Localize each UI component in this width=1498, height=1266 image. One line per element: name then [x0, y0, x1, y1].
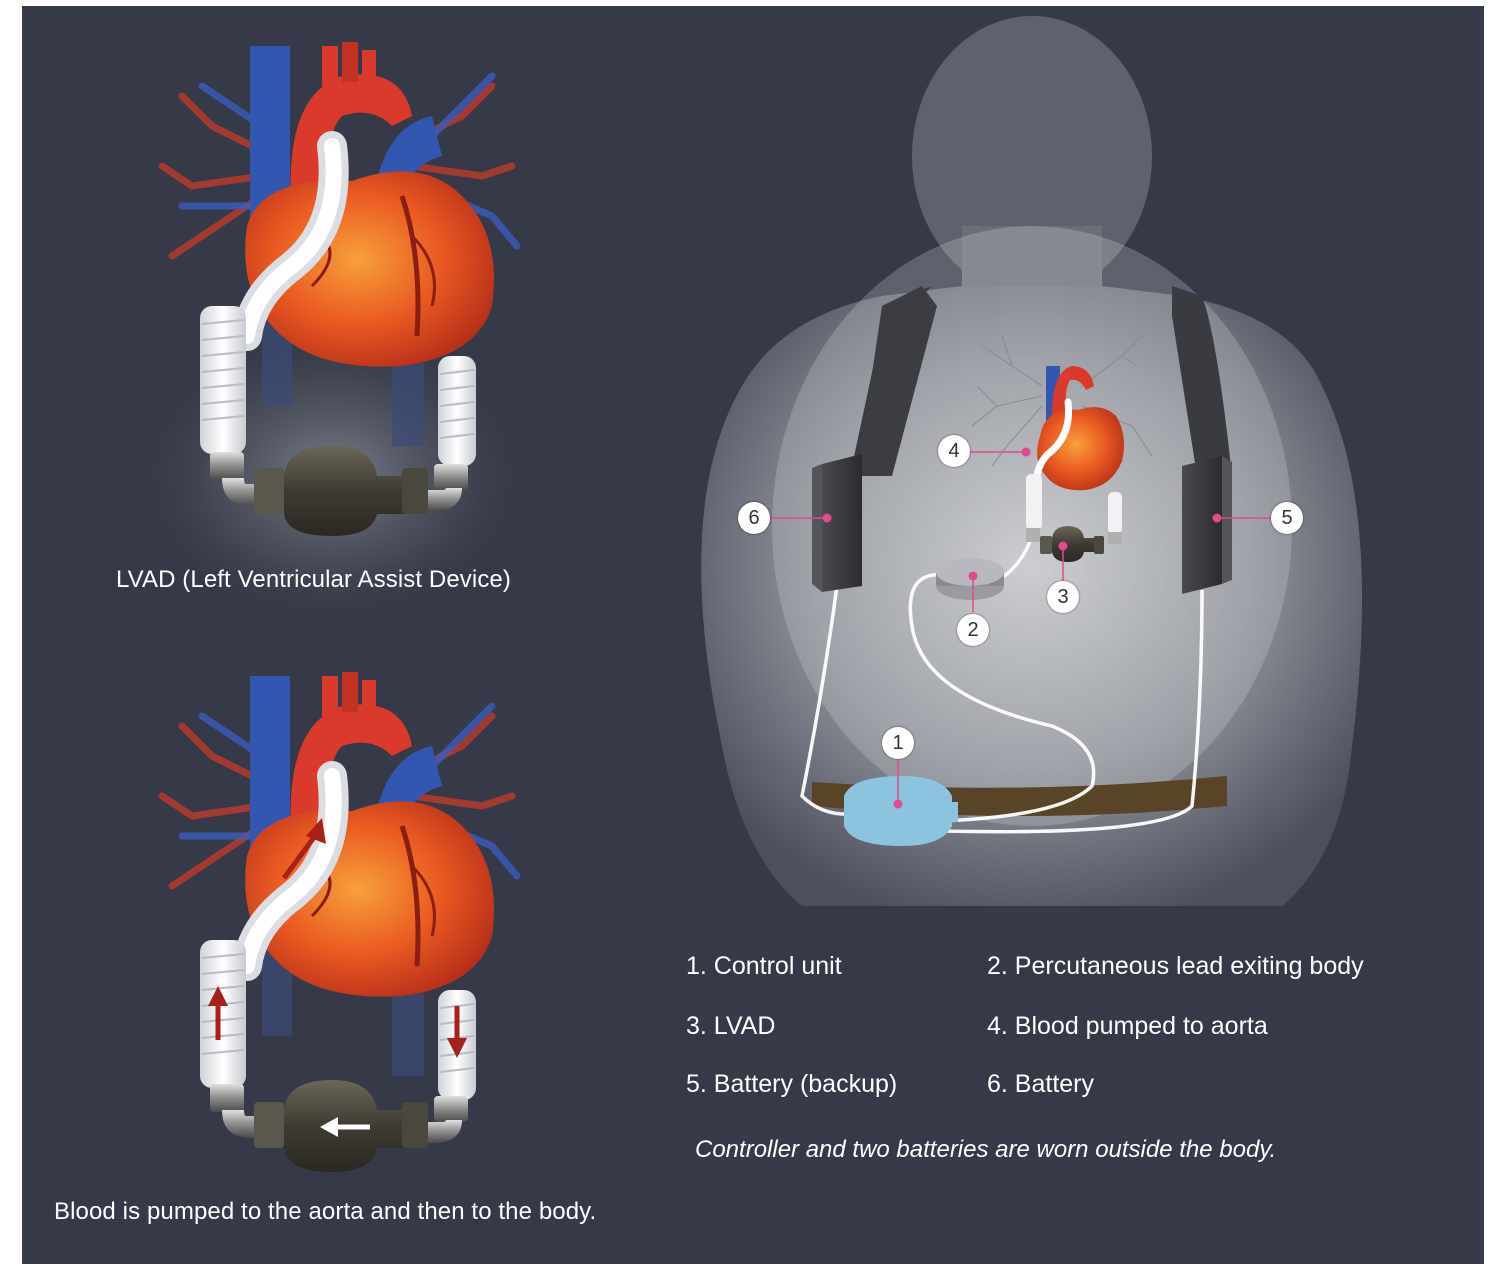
wearable-note: Controller and two batteries are worn ou… [695, 1136, 1276, 1164]
callout-1: 1 [882, 727, 914, 759]
legend-item: 3. LVAD [686, 1012, 775, 1041]
callout-4: 4 [938, 435, 970, 467]
body-silhouette [701, 6, 1362, 906]
callout-3: 3 [1047, 581, 1079, 613]
lvad-heart-flow [162, 672, 517, 1172]
legend-item: 5. Battery (backup) [686, 1070, 897, 1099]
lvad-caption: LVAD (Left Ventricular Assist Device) [116, 566, 511, 594]
legend-item: 1. Control unit [686, 952, 842, 981]
legend-item: 6. Battery [987, 1070, 1094, 1099]
lvad-heart-top [132, 42, 532, 626]
flow-caption: Blood is pumped to the aorta and then to… [54, 1198, 596, 1226]
callout-5: 5 [1271, 502, 1303, 534]
legend-item: 2. Percutaneous lead exiting body [987, 952, 1364, 981]
callout-2: 2 [957, 614, 989, 646]
legend-item: 4. Blood pumped to aorta [987, 1012, 1268, 1041]
illustration-canvas: 1 2 3 4 5 6 LVAD (Left Ventricular Assis… [22, 6, 1484, 1264]
callout-6: 6 [738, 502, 770, 534]
